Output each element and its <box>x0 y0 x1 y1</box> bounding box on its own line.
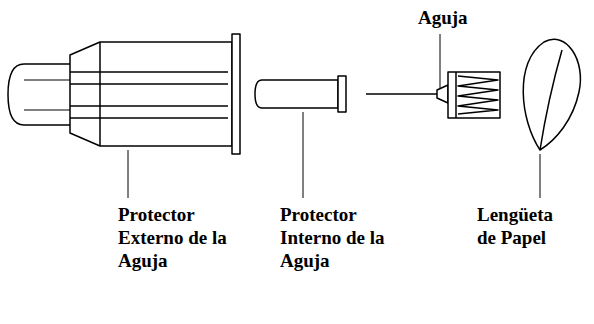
paper-tab <box>523 39 580 150</box>
inner-needle-cap <box>255 76 346 112</box>
leader-lines <box>128 34 540 198</box>
part-label: Aguja <box>418 6 508 29</box>
part-label: Lengüeta de Papel <box>477 203 573 249</box>
needle <box>366 72 500 118</box>
outer-needle-cap <box>8 34 240 154</box>
part-label: Protector Interno de la Aguja <box>280 203 392 272</box>
part-label: Protector Externo de la Aguja <box>118 203 230 272</box>
